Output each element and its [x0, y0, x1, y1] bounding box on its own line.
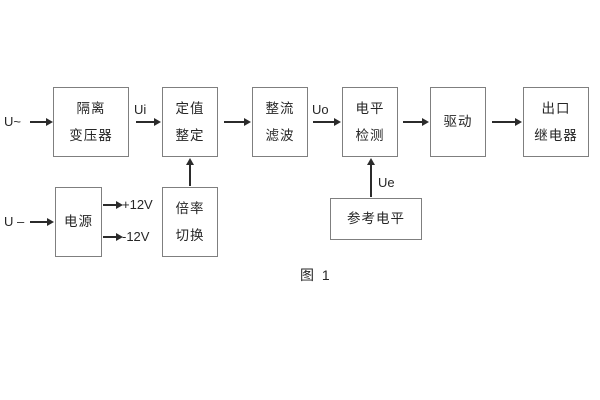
box-label-line: 继电器 — [534, 127, 578, 143]
box-label-line: 隔离 — [76, 101, 106, 116]
box-label-line: 电源 — [64, 214, 93, 230]
box-label-line: 整定 — [175, 127, 205, 143]
box-level-detection: 电平 检测 — [342, 87, 398, 157]
arrow-reference-to-level-icon — [370, 164, 372, 197]
box-reference-level: 参考电平 — [330, 198, 422, 240]
arrow-plus12v-icon — [103, 204, 117, 206]
box-label-line: 整流 — [265, 101, 295, 116]
signal-label-plus12v: +12V — [122, 197, 153, 212]
box-label-line: 定值 — [175, 101, 205, 116]
signal-label-ui: Ui — [134, 102, 147, 117]
box-label-line: 参考电平 — [347, 211, 405, 227]
arrow-dc-input-icon — [30, 221, 48, 223]
box-ratio-switch: 倍率 切换 — [162, 187, 218, 257]
box-label-line: 切换 — [175, 227, 205, 243]
box-label-line: 倍率 — [175, 201, 205, 216]
box-drive: 驱动 — [430, 87, 486, 157]
box-label-line: 检测 — [355, 127, 385, 143]
signal-label-ue: Ue — [378, 175, 395, 190]
box-output-relay: 出口 继电器 — [523, 87, 589, 157]
box-label-line: 变压器 — [69, 127, 113, 143]
arrow-setpoint-to-rectifier-icon — [224, 121, 245, 123]
signal-label-minus12v: -12V — [122, 229, 150, 244]
arrow-transformer-to-setpoint-icon — [136, 121, 155, 123]
box-power-supply: 电源 — [55, 187, 102, 257]
box-label-line: 驱动 — [443, 114, 473, 130]
arrow-ac-input-icon — [30, 121, 47, 123]
box-label-line: 滤波 — [265, 127, 295, 143]
figure-caption: 图 1 — [300, 267, 332, 283]
arrow-ratio-to-setpoint-icon — [189, 164, 191, 186]
box-setpoint-adjustment: 定值 整定 — [162, 87, 218, 157]
box-isolation-transformer: 隔离 变压器 — [53, 87, 129, 157]
input-label-dc: U – — [4, 214, 25, 229]
box-rectifier-filter: 整流 滤波 — [252, 87, 308, 157]
arrow-rectifier-to-level-icon — [313, 121, 335, 123]
arrow-minus12v-icon — [103, 236, 117, 238]
arrow-level-to-drive-icon — [403, 121, 423, 123]
arrow-drive-to-relay-icon — [492, 121, 516, 123]
signal-label-uo: Uo — [312, 102, 329, 117]
box-label-line: 电平 — [355, 101, 385, 116]
box-label-line: 出口 — [541, 101, 571, 116]
input-label-ac: U~ — [4, 114, 21, 129]
